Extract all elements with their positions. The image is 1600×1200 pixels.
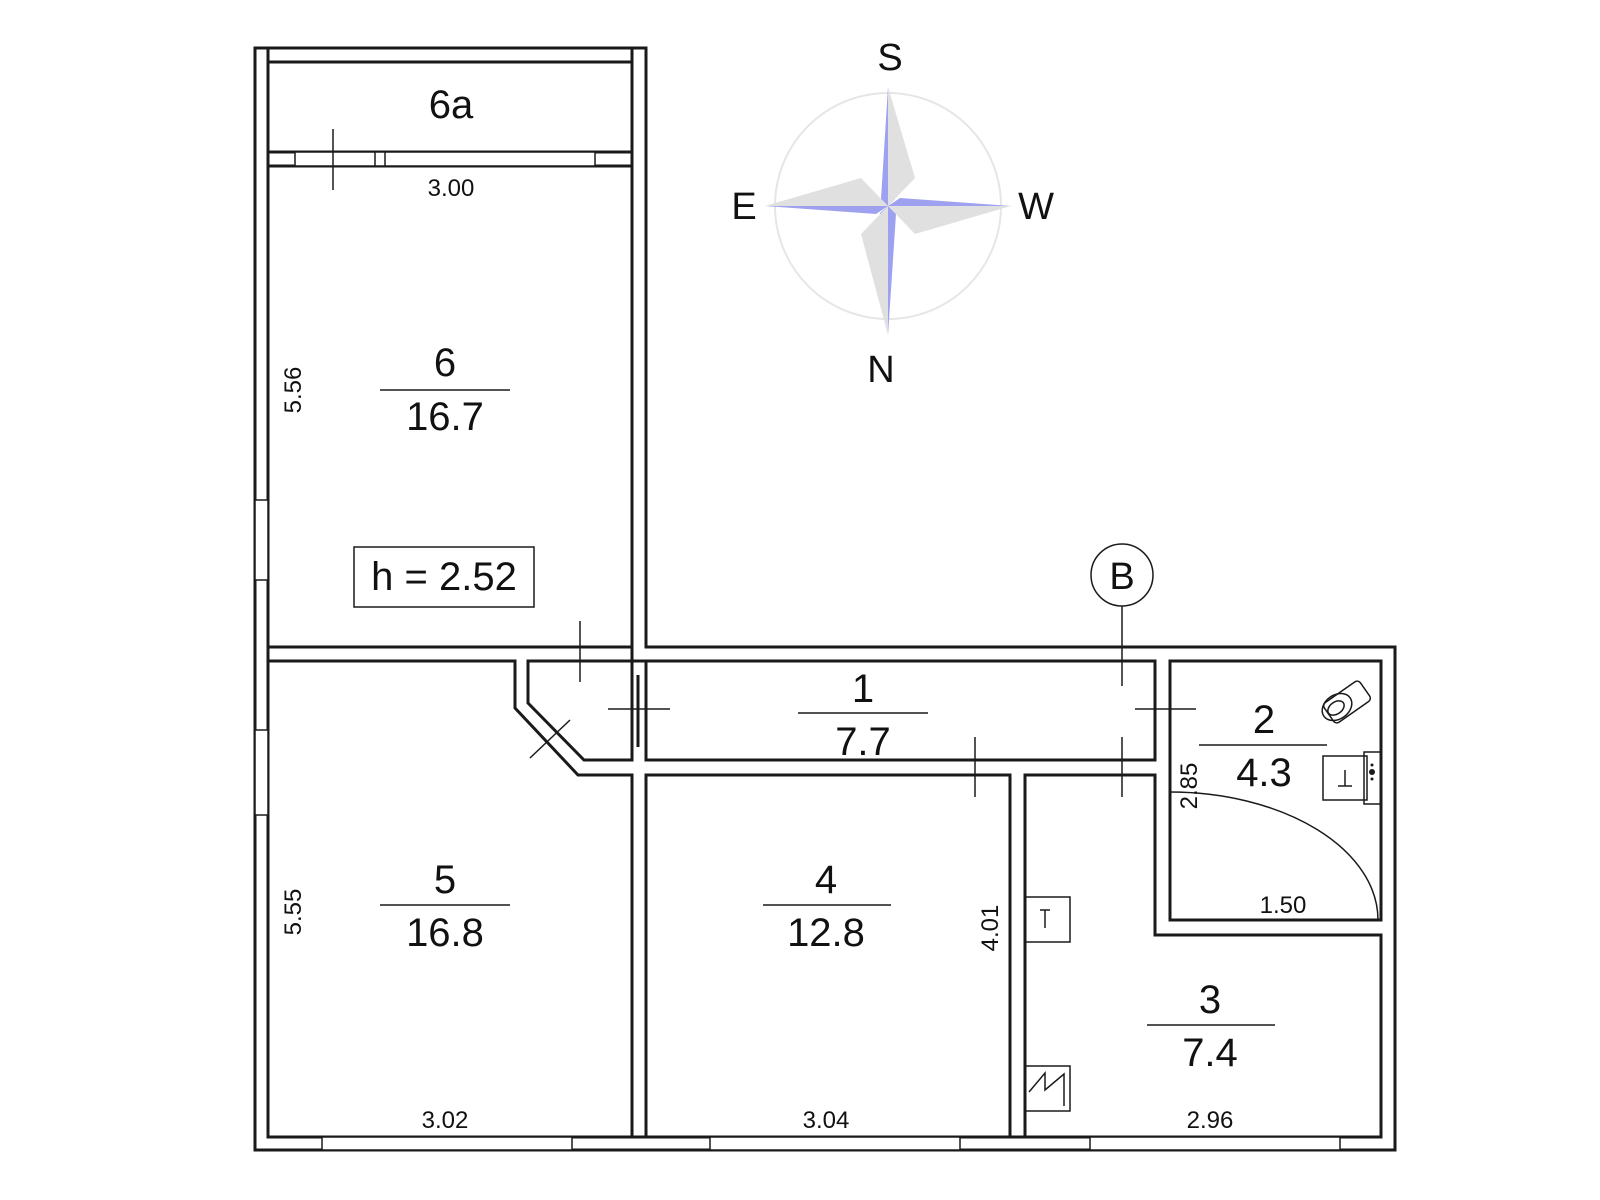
room-4-label: 4 12.8 [763, 858, 891, 955]
door-swing-arc [1169, 791, 1379, 921]
room-area: 4.3 [1236, 751, 1292, 795]
entrance-marker-label: B [1109, 556, 1134, 598]
room-area: 7.7 [835, 720, 891, 764]
ceiling-height-label: h = 2.52 [371, 555, 517, 599]
fixtures [1024, 680, 1382, 1112]
compass-light [888, 206, 1011, 234]
dim-room3-width: 2.96 [1187, 1107, 1234, 1134]
door-mark [529, 719, 571, 759]
door-marks [332, 129, 1379, 921]
room-5-label: 5 16.8 [380, 858, 510, 955]
compass-label-top: S [877, 37, 902, 79]
stove-icon [1024, 1065, 1071, 1112]
dim-room6-length: 5.56 [280, 367, 307, 414]
room-3-outline [1023, 773, 1383, 1139]
balcony-label: 6a [429, 83, 474, 127]
room-number: 1 [852, 667, 874, 711]
compass-rose: S E W N [731, 37, 1054, 391]
room-area: 16.7 [406, 395, 484, 439]
room-3-bottom-window [1089, 1136, 1341, 1151]
compass-light [765, 178, 888, 206]
room-6-side-window [254, 499, 269, 581]
dim-room4-width: 3.04 [803, 1107, 850, 1134]
room-5-side-window [254, 729, 269, 816]
ceiling-height-box: h = 2.52 [353, 546, 535, 608]
windows [254, 151, 1341, 1151]
room-4-bottom-window [709, 1136, 961, 1151]
room-1-label: 1 7.7 [798, 667, 928, 764]
corridor-1-outline [644, 659, 1157, 762]
room-labels: 6a 6 16.7 5 16.8 4 12.8 1 7.7 2 4.3 3 [380, 83, 1327, 1075]
dimension-labels: 3.00 5.56 5.55 3.02 3.04 4.01 2.96 1.50 … [280, 175, 1306, 1134]
closet-outline [526, 659, 634, 762]
room-number: 3 [1199, 978, 1221, 1022]
room-number: 5 [434, 858, 456, 902]
room-3-label: 3 7.4 [1147, 978, 1275, 1075]
balcony-door-window [294, 151, 596, 167]
room-area: 12.8 [787, 911, 865, 955]
compass-light [888, 87, 915, 206]
room-number: 4 [815, 858, 837, 902]
compass-label-left: E [731, 186, 756, 228]
sink-icon [1322, 751, 1382, 805]
room-number: 6 [434, 341, 456, 385]
dim-room6-width: 3.00 [428, 175, 475, 202]
compass-label-right: W [1018, 186, 1054, 228]
room-5-bottom-window [321, 1136, 573, 1151]
dim-room5-length: 5.55 [280, 889, 307, 936]
room-2-label: 2 4.3 [1199, 698, 1327, 795]
room-4-outline [644, 773, 1012, 1139]
dim-room2-width: 1.50 [1260, 892, 1307, 919]
walls [253, 46, 1397, 1152]
dim-room5-width: 3.02 [422, 1107, 469, 1134]
entrance-marker: B [1090, 543, 1154, 637]
kitchen-sink-icon [1024, 896, 1071, 943]
room-6-label: 6 16.7 [380, 341, 510, 439]
room-area: 7.4 [1182, 1031, 1238, 1075]
compass-label-bottom: N [867, 349, 894, 391]
compass-light [861, 206, 888, 335]
toilet-icon [1321, 680, 1372, 724]
room-area: 16.8 [406, 911, 484, 955]
outer-wall-outer [253, 46, 1397, 1152]
room-number: 2 [1253, 698, 1275, 742]
dim-room2-length: 2.85 [1176, 763, 1203, 810]
dim-room4-length: 4.01 [977, 905, 1004, 952]
